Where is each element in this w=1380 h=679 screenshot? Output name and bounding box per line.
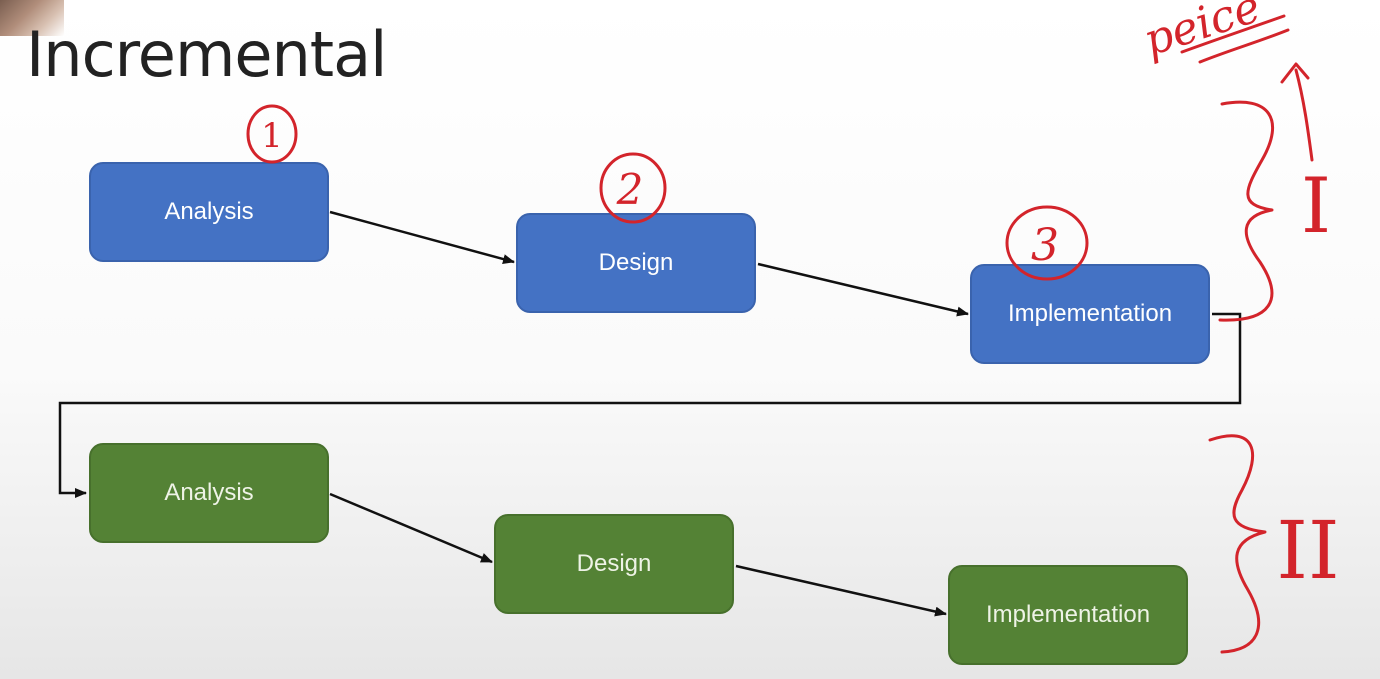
brace-label-2: II xyxy=(1276,504,1339,597)
analysis-box-1: Analysis xyxy=(89,162,329,262)
implementation-label-2: Implementation xyxy=(985,601,1151,628)
scribble-underline-1 xyxy=(1180,14,1286,54)
design-box-2: Design xyxy=(494,514,734,614)
implementation-box-1: Implementation xyxy=(970,264,1210,364)
arrow-design-to-implementation-2 xyxy=(735,564,947,617)
implementation-box-2: Implementation xyxy=(948,565,1188,665)
analysis-label-1: Analysis xyxy=(164,198,254,225)
brace-increment-1 xyxy=(1218,100,1275,322)
arrow-analysis-to-design-2 xyxy=(329,492,493,564)
arrow-analysis-to-design-1 xyxy=(329,210,515,264)
step-number-circle-3 xyxy=(1005,205,1089,281)
analysis-label-2: Analysis xyxy=(164,479,254,506)
step-number-circle-2 xyxy=(599,152,667,224)
analysis-box-2: Analysis xyxy=(89,443,329,543)
design-box-1: Design xyxy=(516,213,756,313)
step-number-3: 3 xyxy=(1031,220,1059,271)
design-label-2: Design xyxy=(576,550,652,577)
implementation-label-1: Implementation xyxy=(1007,300,1173,327)
presenter-thumbnail xyxy=(0,0,64,36)
connector-increment1-to-increment2 xyxy=(58,312,1242,498)
slide-title: Incremental xyxy=(26,18,387,91)
step-number-1: 1 xyxy=(261,116,283,156)
design-label-1: Design xyxy=(598,249,674,276)
step-number-2: 2 xyxy=(616,165,644,214)
step-number-circle-1 xyxy=(246,104,298,164)
brace-label-1: I xyxy=(1301,161,1331,250)
brace-increment-2 xyxy=(1208,434,1267,654)
up-arrow-icon xyxy=(1280,62,1314,162)
scribble-underline-2 xyxy=(1198,28,1290,64)
arrow-design-to-implementation-1 xyxy=(757,262,969,317)
scribble-text: peice xyxy=(1138,0,1267,66)
